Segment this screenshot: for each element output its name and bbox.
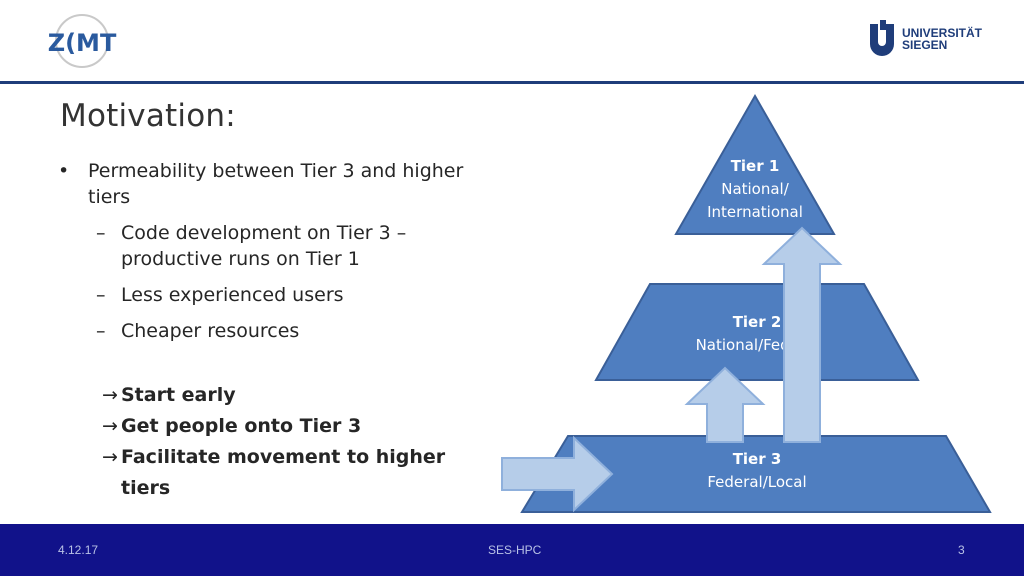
sub-bullet-3-line-1: Cheaper resources: [121, 320, 300, 342]
conclusion-1: → Start early: [58, 380, 498, 411]
dash-icon: –: [96, 222, 106, 244]
sub-bullet-2-line-1: Less experienced users: [121, 284, 344, 306]
header-divider: [0, 81, 1024, 84]
up-arrow-icon: [761, 226, 843, 443]
tier-3-desc: Federal/Local: [707, 473, 806, 491]
page-number: 3: [958, 543, 965, 557]
tier-1-label: Tier 1: [731, 157, 780, 175]
zimt-logo-text: Z(MT: [48, 29, 117, 57]
slide-content: • Permeability between Tier 3 and higher…: [58, 158, 498, 504]
footer-date: 4.12.17: [58, 543, 99, 557]
main-bullet: • Permeability between Tier 3 and higher…: [58, 158, 498, 210]
footer-event: SES-HPC: [488, 543, 542, 557]
conclusion-1-text: Start early: [121, 384, 236, 406]
university-logo: UNIVERSITÄT SIEGEN: [870, 20, 983, 56]
tier-1-desc-line-1: National/: [721, 180, 790, 198]
zimt-logo: Z(MT: [48, 14, 117, 68]
main-bullet-line-2: tiers: [88, 186, 131, 208]
tier-2-label: Tier 2: [733, 313, 782, 331]
conclusion-3-text: Facilitate movement to higher tiers: [121, 446, 446, 499]
sub-bullet-3: – Cheaper resources: [58, 318, 498, 344]
sub-bullet-1-line-1: Code development on Tier 3 –: [121, 222, 407, 244]
right-arrow-icon: →: [102, 446, 118, 468]
header-bar: Z(MT UNIVERSITÄT SIEGEN: [0, 0, 1024, 82]
university-logo-line2: SIEGEN: [902, 38, 947, 52]
tier-pyramid-diagram: Tier 1 National/ International Tier 2 Na…: [501, 93, 992, 513]
main-bullet-line-1: Permeability between Tier 3 and higher: [88, 160, 464, 182]
bullet-dot-icon: •: [58, 160, 70, 182]
university-logo-line1: UNIVERSITÄT: [902, 25, 983, 40]
sub-bullet-1-line-2: productive runs on Tier 1: [121, 248, 360, 270]
slide-title: Motivation:: [60, 98, 236, 134]
dash-icon: –: [96, 320, 106, 342]
tier-1-desc-line-2: International: [707, 203, 803, 221]
right-arrow-icon: →: [102, 384, 118, 406]
sub-bullet-1: – Code development on Tier 3 – productiv…: [58, 220, 498, 272]
up-arrow-icon: [684, 366, 766, 443]
right-arrow-icon: →: [102, 415, 118, 437]
sub-bullet-2: – Less experienced users: [58, 282, 498, 308]
right-arrow-icon: [501, 435, 614, 513]
conclusion-2: → Get people onto Tier 3: [58, 411, 498, 442]
tier-3-label: Tier 3: [733, 450, 782, 468]
conclusion-3: → Facilitate movement to higher tiers: [58, 442, 498, 504]
tier-1-triangle: [674, 93, 836, 235]
dash-icon: –: [96, 284, 106, 306]
footer-bar: 4.12.17 SES-HPC 3: [0, 524, 1024, 576]
conclusion-2-text: Get people onto Tier 3: [121, 415, 362, 437]
tier-2-band: [594, 283, 920, 381]
